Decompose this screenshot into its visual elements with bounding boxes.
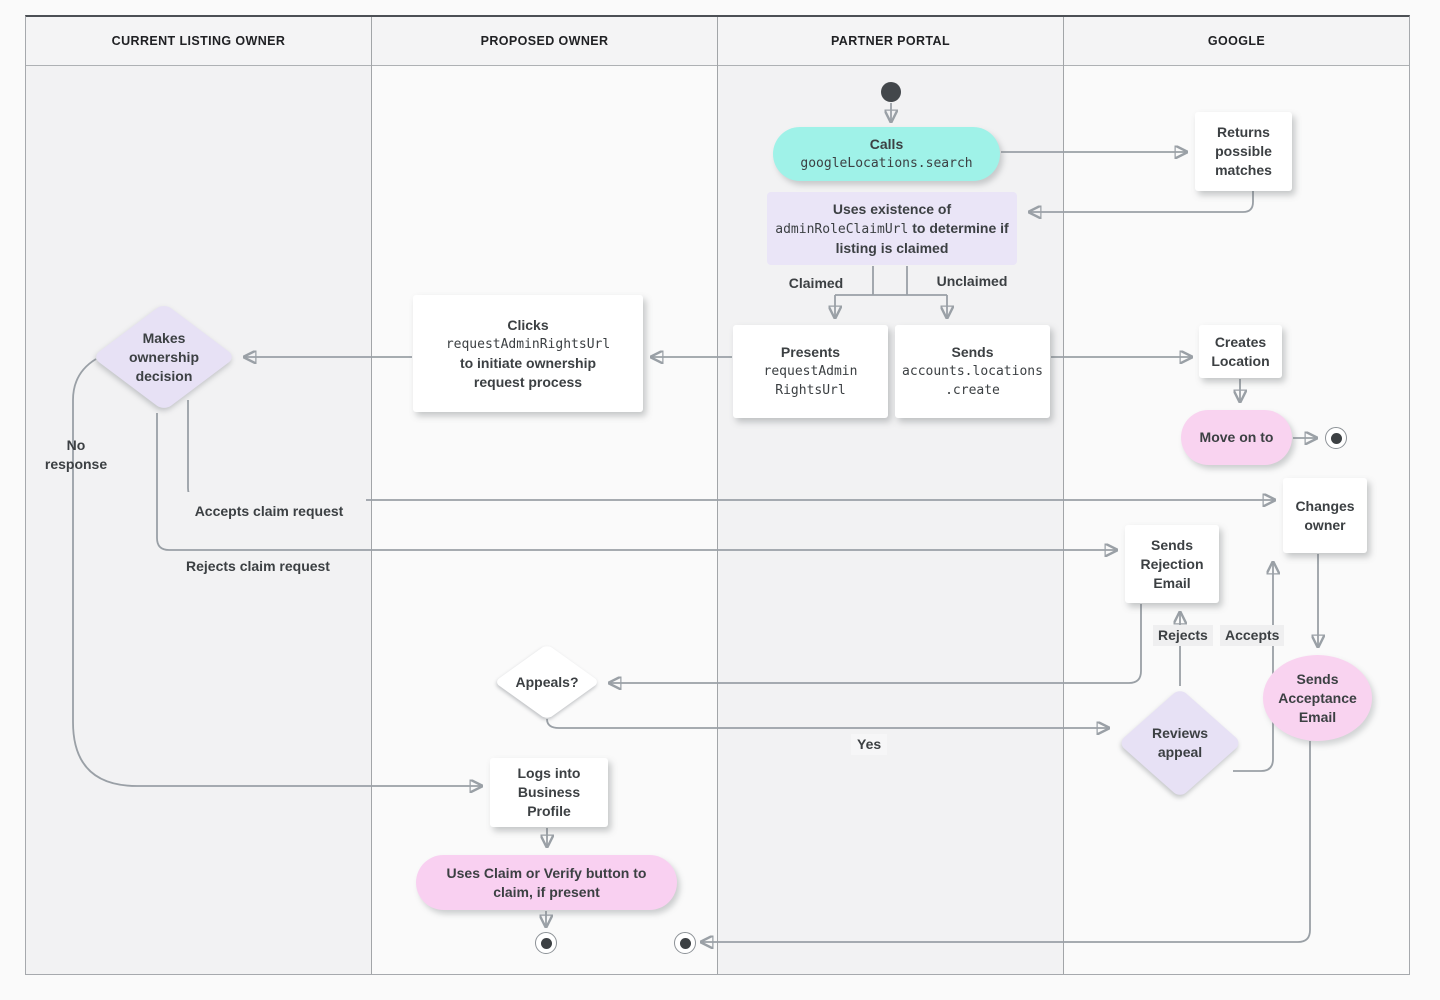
node-text-post: to determine if listing is claimed xyxy=(835,219,1009,256)
lane-header-partner-portal: PARTNER PORTAL xyxy=(718,17,1063,66)
lane-header-google: GOOGLE xyxy=(1064,17,1409,66)
node-label: Returns possible matches xyxy=(1215,124,1272,178)
node-code-line-2: .create xyxy=(945,383,1000,398)
node-sends-rejection-email: Sends Rejection Email xyxy=(1125,525,1219,603)
node-clicks-requestadminrightsurl: Clicks requestAdminRightsUrl to initiate… xyxy=(413,295,643,412)
node-title: Calls xyxy=(869,136,904,152)
edge-label-claimed: Claimed xyxy=(788,275,844,291)
node-logs-into-business-profile: Logs into Business Profile xyxy=(490,758,608,827)
end-node-dot xyxy=(540,937,552,949)
node-title: Clicks xyxy=(507,316,549,333)
node-presents-requestadminrightsurl: Presents requestAdmin RightsUrl xyxy=(733,325,888,418)
node-text-pre: Uses existence of xyxy=(832,200,952,217)
end-node-partner-portal xyxy=(674,932,696,954)
lane-proposed-owner: PROPOSED OWNER xyxy=(372,17,718,974)
end-node-dot xyxy=(1330,432,1342,444)
end-node-proposed-owner xyxy=(535,932,557,954)
node-title: Presents xyxy=(780,344,841,360)
node-label: Appeals? xyxy=(515,673,579,690)
node-title: Sends xyxy=(951,344,994,360)
edge-label-rejects-claim-request: Rejects claim request xyxy=(186,558,330,574)
node-calls-googlelocations-search: Calls googleLocations.search xyxy=(773,127,1000,181)
node-label: Uses Claim or Verify button to claim, if… xyxy=(446,864,647,900)
edge-label-yes: Yes xyxy=(851,734,888,755)
node-label: Changes owner xyxy=(1295,497,1355,533)
start-node xyxy=(881,82,901,102)
node-changes-owner: Changes owner xyxy=(1283,478,1367,553)
node-label: Move on to xyxy=(1199,429,1274,445)
node-reviews-appeal: Reviews appeal xyxy=(1117,687,1243,799)
node-appeals-decision: Appeals? xyxy=(493,644,601,720)
node-code: requestAdminRightsUrl xyxy=(445,336,611,352)
node-text-post: to initiate ownership request process xyxy=(459,354,597,390)
node-label: Reviews appeal xyxy=(1151,725,1209,760)
edge-label-accepts-claim-request: Accepts claim request xyxy=(172,492,366,530)
node-makes-ownership-decision: Makes ownership decision xyxy=(92,302,236,412)
node-text: Uses existence of adminRoleClaimUrl to d… xyxy=(775,200,1009,258)
node-label: Sends Acceptance Email xyxy=(1278,670,1357,725)
node-returns-possible-matches: Returns possible matches xyxy=(1195,112,1292,191)
node-label: Creates Location xyxy=(1211,333,1270,369)
edge-label-no-response: No response xyxy=(44,437,108,472)
end-node-dot xyxy=(679,937,691,949)
edge-label-accepts: Accepts xyxy=(1220,625,1285,646)
node-code-line-2: RightsUrl xyxy=(775,383,846,398)
node-code-line-1: accounts.locations xyxy=(902,364,1043,379)
node-uses-claim-or-verify-button: Uses Claim or Verify button to claim, if… xyxy=(416,855,677,910)
node-code-line-1: requestAdmin xyxy=(763,364,858,379)
lane-body-proposed-owner xyxy=(372,66,717,974)
node-code: adminRoleClaimUrl xyxy=(775,221,909,237)
edge-label-rejects: Rejects xyxy=(1153,625,1213,646)
node-label: Sends Rejection Email xyxy=(1140,536,1204,591)
lane-header-proposed-owner: PROPOSED OWNER xyxy=(372,17,717,66)
node-sends-acceptance-email: Sends Acceptance Email xyxy=(1263,655,1372,741)
node-uses-existence-adminroleclaimurl: Uses existence of adminRoleClaimUrl to d… xyxy=(767,192,1017,265)
edge-label-unclaimed: Unclaimed xyxy=(936,273,1008,289)
node-label: Logs into Business Profile xyxy=(517,765,581,819)
node-code: googleLocations.search xyxy=(800,156,973,171)
node-label: Makes ownership decision xyxy=(128,329,199,384)
end-node-google xyxy=(1325,427,1347,449)
lane-header-current-listing-owner: CURRENT LISTING OWNER xyxy=(26,17,371,66)
node-sends-accounts-locations-create: Sends accounts.locations .create xyxy=(895,325,1050,418)
node-creates-location: Creates Location xyxy=(1199,325,1282,378)
node-move-on-to: Move on to xyxy=(1181,410,1292,465)
